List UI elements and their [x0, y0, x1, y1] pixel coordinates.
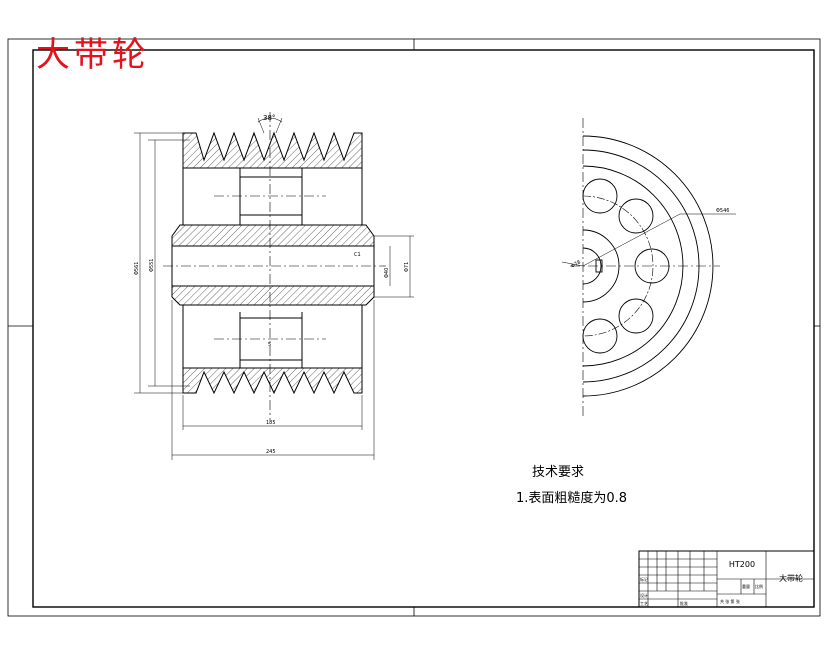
- drawing-title: 大带轮: [36, 35, 150, 75]
- tb-process: 工艺: [640, 601, 648, 606]
- tb-sheet: 共 张 第 张: [720, 598, 740, 604]
- tb-approve: 批准: [680, 600, 688, 606]
- front-centerlines: [570, 118, 720, 418]
- keyway-label: 5: [268, 342, 271, 348]
- tb-part-name: 大带轮: [779, 574, 803, 583]
- overall-width-label: 245: [266, 449, 276, 455]
- lower-rim: [182, 367, 363, 395]
- pitch-diameter-label: Φ551: [149, 259, 155, 272]
- title-block: [638, 550, 815, 608]
- hub-circle: [582, 229, 620, 303]
- rim-width-label: 185: [266, 420, 276, 426]
- dim-widths: [171, 300, 375, 460]
- lower-hub: [171, 285, 375, 306]
- hub-label: Φ71: [404, 262, 410, 272]
- upper-hub: [171, 224, 375, 247]
- outer-frame: [7, 38, 821, 617]
- section-view: [171, 131, 375, 395]
- tb-designer: 设计: [640, 592, 648, 598]
- angle-label: 38°: [263, 114, 275, 122]
- center-dia-label: Φ78: [570, 259, 582, 269]
- tech-req-heading: 技术要求: [532, 465, 585, 480]
- dim-bore: [374, 235, 414, 298]
- tb-material: HT200: [728, 560, 756, 569]
- dim-outer-diameter: [134, 132, 190, 394]
- inner-frame: [32, 49, 815, 608]
- bore-label: Φ40: [384, 268, 390, 278]
- spoke-hole: [618, 298, 654, 334]
- chamfer-label: C1: [354, 252, 361, 258]
- tech-req-item: 1.表面粗糙度为0.8: [516, 491, 628, 506]
- front-dia-label: Φ546: [716, 208, 729, 214]
- tb-weight: 重量: [742, 583, 750, 589]
- outer-diameter-label: Φ561: [134, 262, 140, 275]
- tb-revision: 标记: [640, 576, 648, 582]
- upper-rim: [182, 131, 363, 169]
- section-centerlines: [163, 112, 386, 420]
- spoke-hole: [618, 198, 654, 234]
- outer-circle: [582, 135, 714, 397]
- lower-web: [182, 304, 363, 368]
- hole-circle: [582, 195, 654, 337]
- tb-scale: 比例: [755, 583, 763, 589]
